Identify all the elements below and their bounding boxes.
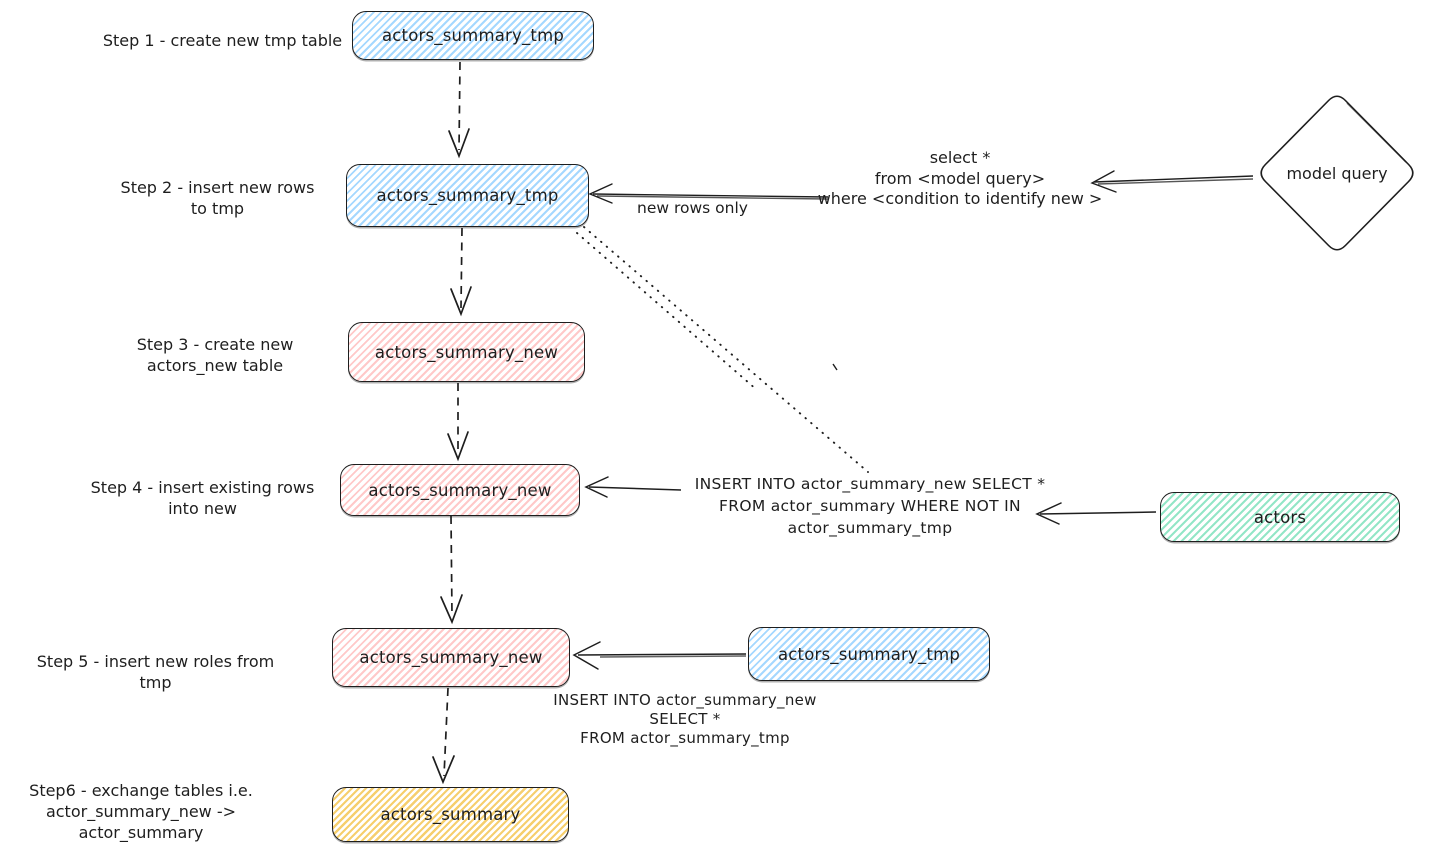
step-5-label[interactable]: Step 5 - insert new roles from tmp <box>28 651 283 693</box>
step-2-label-line: Step 2 - insert new rows <box>120 178 315 197</box>
node-step6-actors-summary[interactable]: actors_summary <box>332 787 569 842</box>
node-label: actors_summary_new <box>359 648 543 667</box>
insert-existing-query-text[interactable]: INSERT INTO actor_summary_new SELECT * F… <box>670 473 1070 539</box>
node-step1-actors-summary-tmp[interactable]: actors_summary_tmp <box>352 11 594 60</box>
node-source-actors[interactable]: actors <box>1160 492 1400 542</box>
step-1-label[interactable]: Step 1 - create new tmp table <box>95 30 350 51</box>
node-label: actors <box>1253 507 1307 527</box>
arrow-select-text-to-tmp-box[interactable] <box>588 183 829 204</box>
arrow-step1-to-step2[interactable] <box>448 61 470 159</box>
step-3-label[interactable]: Step 3 - create new actors_new table <box>105 334 325 376</box>
node-step2-actors-summary-tmp[interactable]: actors_summary_tmp <box>346 164 589 227</box>
query-line: INSERT INTO actor_summary_new <box>553 691 817 709</box>
model-query-diamond[interactable] <box>1260 95 1414 251</box>
node-label: actors_summary_tmp <box>376 186 559 205</box>
step-6-label-line: Step6 - exchange tables i.e. <box>29 781 253 800</box>
node-label: actors_summary <box>380 805 521 824</box>
arrow-step3-to-step4[interactable] <box>447 383 469 462</box>
node-step4-actors-summary-new[interactable]: actors_summary_new <box>340 464 580 516</box>
arrow-step2-to-step3[interactable] <box>450 227 472 317</box>
step-3-label-line: actors_new table <box>146 356 284 375</box>
step-4-label-line: into new <box>168 499 237 518</box>
node-label: actors_summary_tmp <box>381 26 565 45</box>
query-line: actor_summary_tmp <box>787 519 953 537</box>
dotted-link-tmp-to-insert-text[interactable] <box>576 226 869 473</box>
query-line: INSERT INTO actor_summary_new SELECT * <box>694 475 1046 493</box>
step-6-label-line: actor_summary_new -> actor_summary <box>45 802 237 842</box>
node-label: actors_summary_tmp <box>777 644 961 664</box>
query-line: SELECT * <box>649 710 721 728</box>
query-line: FROM actor_summary WHERE NOT IN <box>719 497 1021 515</box>
node-source-actors-summary-tmp[interactable]: actors_summary_tmp <box>748 627 990 681</box>
new-rows-only-label[interactable]: new rows only <box>637 199 748 217</box>
arrow-model-query-to-select-text[interactable] <box>1090 170 1254 193</box>
arrow-step5-to-step6[interactable] <box>432 687 455 785</box>
query-line: FROM actor_summary_tmp <box>580 729 790 747</box>
node-step5-actors-summary-new[interactable]: actors_summary_new <box>332 628 570 687</box>
step-6-label[interactable]: Step6 - exchange tables i.e. actor_summa… <box>5 780 277 843</box>
step-1-label-line: Step 1 - create new tmp table <box>102 31 343 50</box>
step-2-label[interactable]: Step 2 - insert new rows to tmp <box>100 177 335 219</box>
query-line: select * <box>929 148 991 167</box>
arrow-tmp-source-to-new-box[interactable] <box>572 641 747 670</box>
step-5-label-line: Step 5 - insert new roles from tmp <box>36 652 275 692</box>
stray-tick-mark <box>832 363 838 371</box>
step-2-label-line: to tmp <box>190 199 245 218</box>
query-line: where <condition to identify new > <box>817 189 1103 208</box>
node-step3-actors-summary-new[interactable]: actors_summary_new <box>348 322 585 382</box>
model-select-query-text[interactable]: select * from <model query> where <condi… <box>815 148 1105 210</box>
arrow-step4-to-step5[interactable] <box>440 515 463 625</box>
node-label: actors_summary_new <box>374 342 559 362</box>
query-line: from <model query> <box>874 168 1046 188</box>
model-query-label[interactable]: model query <box>1286 164 1388 183</box>
arrow-actors-to-insert-text[interactable] <box>1035 502 1157 525</box>
node-label: actors_summary_new <box>368 480 552 500</box>
insert-from-tmp-query-text[interactable]: INSERT INTO actor_summary_new SELECT * F… <box>535 691 835 748</box>
arrow-insert-existing-to-new-box[interactable] <box>584 476 682 498</box>
step-4-label[interactable]: Step 4 - insert existing rows into new <box>85 477 320 519</box>
step-3-label-line: Step 3 - create new <box>136 335 294 354</box>
step-4-label-line: Step 4 - insert existing rows <box>90 478 315 497</box>
